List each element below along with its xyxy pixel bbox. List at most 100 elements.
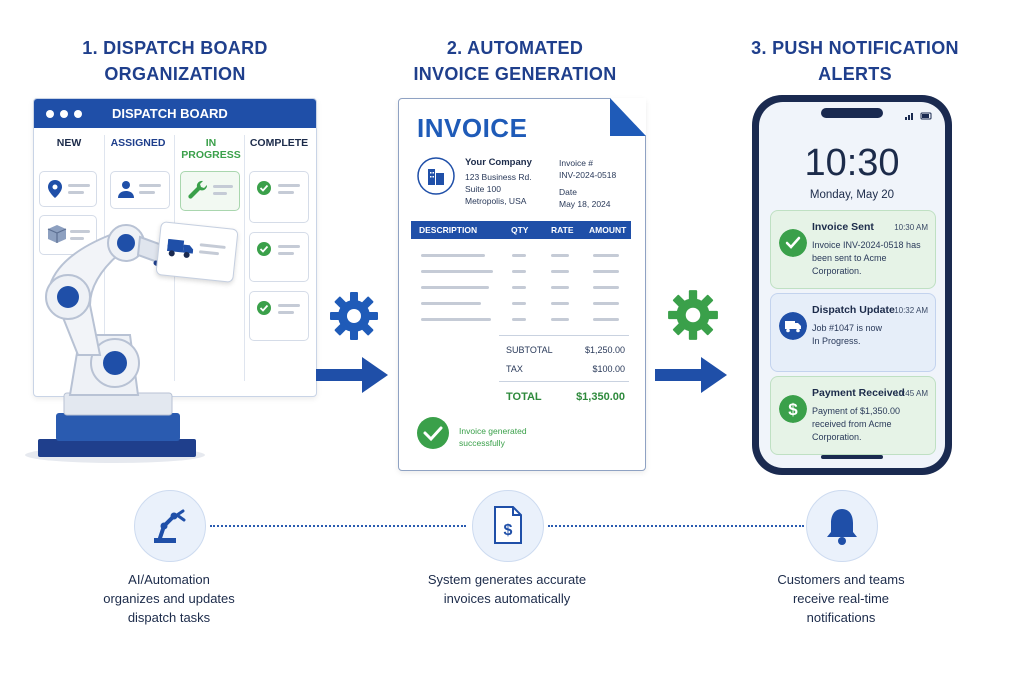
row-line	[593, 302, 619, 305]
dollar-icon: $	[779, 395, 807, 423]
card-line	[139, 191, 155, 194]
caption-line: notifications	[806, 610, 876, 625]
card-line	[278, 245, 300, 248]
location-pin-icon	[48, 180, 62, 198]
notification-title: Invoice Sent	[812, 221, 874, 233]
tax-label: TAX	[506, 364, 523, 374]
column-in-progress: IN PROGRESS	[181, 137, 241, 161]
notification-time: 10:32 AM	[894, 306, 928, 315]
task-card[interactable]	[180, 171, 240, 211]
notification-body: Job #1047 is now In Progress.	[812, 323, 883, 346]
notification-dispatch-update[interactable]: Dispatch Update 10:32 AM Job #1047 is no…	[770, 293, 936, 372]
card-line	[278, 311, 294, 314]
notification-payment-received[interactable]: $ Payment Received 10:45 AM Payment of $…	[770, 376, 936, 455]
invoice-number-label: Invoice #	[559, 158, 594, 168]
row-line	[421, 302, 481, 305]
row-line	[512, 270, 526, 273]
company-address-1: 123 Business Rd.	[465, 172, 532, 182]
row-line	[593, 318, 619, 321]
card-line	[278, 184, 300, 187]
divider	[499, 335, 629, 336]
column-assigned: ASSIGNED	[110, 137, 166, 149]
row-line	[512, 318, 526, 321]
check-icon	[257, 181, 271, 195]
invoice-number: INV-2024-0518	[559, 170, 617, 180]
task-card[interactable]	[249, 171, 309, 223]
caption-line: organizes and updates	[103, 591, 235, 606]
card-line	[70, 237, 84, 240]
window-dot	[46, 110, 54, 118]
check-icon	[257, 242, 271, 256]
row-line	[593, 286, 619, 289]
invoice-date: May 18, 2024	[559, 199, 611, 209]
robot-arm-icon	[25, 224, 205, 463]
notification-title: Dispatch Update	[812, 304, 895, 316]
subtotal-value: $1,250.00	[584, 345, 625, 355]
task-card[interactable]	[249, 232, 309, 282]
row-line	[551, 302, 569, 305]
task-card[interactable]	[249, 291, 309, 341]
column-complete: COMPLETE	[249, 137, 309, 149]
row-line	[421, 318, 491, 321]
header-description: DESCRIPTION	[419, 225, 478, 235]
step3-title-line1: 3. PUSH NOTIFICATION	[751, 38, 959, 58]
notification-time: 10:45 AM	[894, 389, 928, 398]
svg-text:$: $	[504, 522, 513, 539]
phone-notch	[821, 108, 883, 118]
row-line	[593, 270, 619, 273]
gear-icon	[330, 292, 378, 340]
invoice-title: INVOICE	[417, 113, 528, 143]
company-address-2: Suite 100	[465, 184, 501, 194]
invoice-date-label: Date	[559, 187, 577, 197]
card-line	[213, 192, 227, 195]
company-building-icon	[417, 157, 455, 195]
card-line	[278, 252, 294, 255]
task-card[interactable]	[39, 171, 97, 207]
card-line	[199, 243, 226, 249]
arrow-right-icon	[655, 357, 727, 393]
step3-title: 3. PUSH NOTIFICATION ALERTS	[720, 35, 990, 87]
row-line	[551, 318, 569, 321]
card-line	[139, 184, 161, 187]
truck-icon	[166, 238, 194, 258]
divider	[499, 381, 629, 382]
caption-notifications: Customers and teams receive real-time no…	[746, 570, 936, 627]
phone-device: 10:30 Monday, May 20 Invoice Sent 10:30 …	[752, 95, 952, 475]
phone-screen: 10:30 Monday, May 20 Invoice Sent 10:30 …	[759, 102, 945, 468]
user-icon	[118, 181, 134, 198]
column-new: NEW	[56, 137, 82, 149]
notification-body: Payment of $1,350.00 received from Acme …	[812, 406, 901, 442]
card-line	[68, 184, 90, 187]
step1-title-line2: ORGANIZATION	[104, 64, 246, 84]
check-icon	[779, 229, 807, 257]
arrow-right-icon	[316, 357, 388, 393]
package-icon	[47, 225, 67, 243]
task-card[interactable]	[110, 171, 170, 209]
card-line	[68, 191, 84, 194]
subtotal-label: SUBTOTAL	[506, 345, 553, 355]
task-card[interactable]	[39, 215, 97, 255]
page-fold-icon	[610, 98, 646, 136]
row-line	[551, 270, 569, 273]
notification-body: Invoice INV-2024-0518 has been sent to A…	[812, 240, 921, 276]
robot-arm-icon	[154, 509, 186, 543]
check-icon	[417, 417, 449, 449]
total-value: $1,350.00	[576, 391, 625, 403]
invoice-circle: $	[472, 490, 544, 562]
invoice-document: INVOICE Your Company 123 Business Rd. Su…	[398, 98, 646, 471]
home-indicator	[821, 455, 883, 459]
company-address-3: Metropolis, USA	[465, 196, 527, 206]
lock-screen-time: 10:30	[804, 142, 900, 184]
row-line	[421, 254, 485, 257]
card-line	[278, 304, 300, 307]
step2-title: 2. AUTOMATED INVOICE GENERATION	[380, 35, 650, 87]
row-line	[421, 286, 489, 289]
row-line	[512, 302, 526, 305]
notification-invoice-sent[interactable]: Invoice Sent 10:30 AM Invoice INV-2024-0…	[770, 210, 936, 289]
tax-value: $100.00	[592, 364, 625, 374]
automation-circle	[134, 490, 206, 562]
held-task-card	[155, 221, 239, 283]
card-line	[70, 230, 90, 233]
caption-line: dispatch tasks	[127, 610, 211, 625]
connector-line	[548, 525, 804, 527]
